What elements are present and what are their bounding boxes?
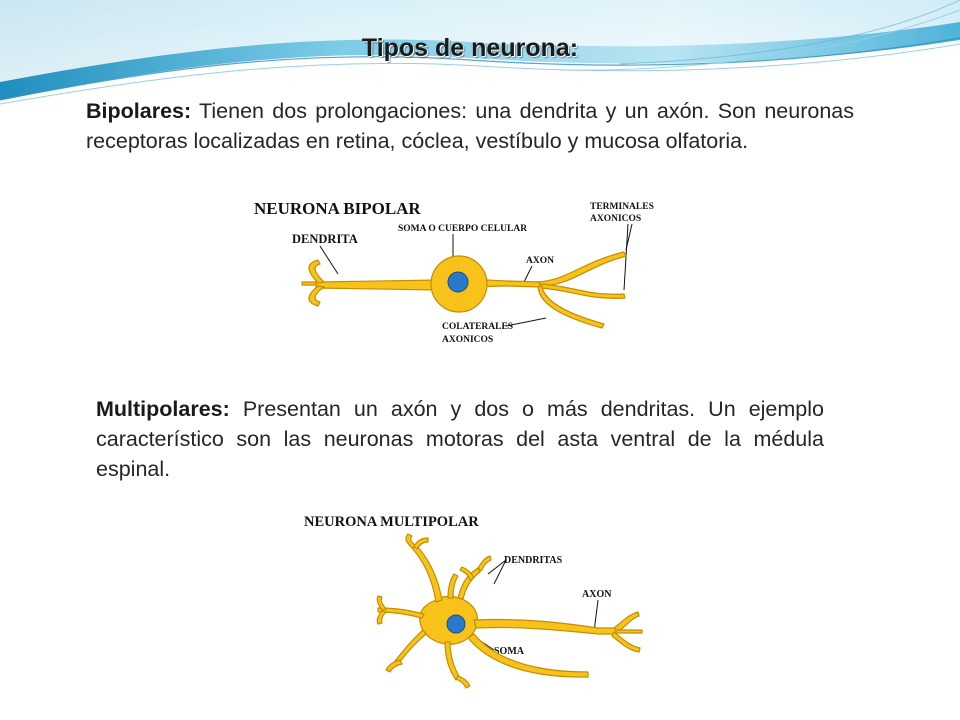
label-soma: SOMA O CUERPO CELULAR (398, 224, 527, 234)
multipolar-figure-title: NEURONA MULTIPOLAR (304, 514, 479, 530)
multipolar-description: Multipolares: Presentan un axón y dos o … (96, 394, 824, 484)
label-dendrita: DENDRITA (292, 232, 358, 246)
label-axon-multi: AXON (582, 589, 612, 600)
label-colaterales-2: AXONICOS (442, 335, 493, 345)
label-terminales-1: TERMINALES (590, 202, 654, 212)
bipolar-term: Bipolares: (86, 99, 192, 123)
label-terminales-2: AXONICOS (590, 214, 641, 224)
label-axon: AXON (526, 256, 554, 266)
bipolar-figure-title: NEURONA BIPOLAR (254, 199, 421, 218)
header-wave-decoration (0, 0, 960, 105)
bipolar-nucleus (447, 271, 469, 293)
bipolar-neuron-figure: NEURONA BIPOLAR DENDRITA SOMA O CUERPO C… (248, 190, 676, 368)
bipolar-text: Tienen dos prolongaciones: una dendrita … (86, 99, 854, 153)
multipolar-neuron-figure: NEURONA MULTIPOLAR DENDRITAS AXON SOMA (298, 508, 690, 698)
label-colaterales-1: COLATERALES (442, 322, 513, 332)
bipolar-description: Bipolares: Tienen dos prolongaciones: un… (86, 96, 854, 156)
multipolar-term: Multipolares: (96, 397, 230, 421)
label-soma-multi: SOMA (494, 646, 525, 657)
label-dendritas: DENDRITAS (504, 555, 563, 566)
multipolar-text: Presentan un axón y dos o más dendritas.… (96, 397, 824, 481)
multipolar-nucleus (446, 614, 466, 634)
page-title: Tipos de neurona: (361, 34, 579, 62)
